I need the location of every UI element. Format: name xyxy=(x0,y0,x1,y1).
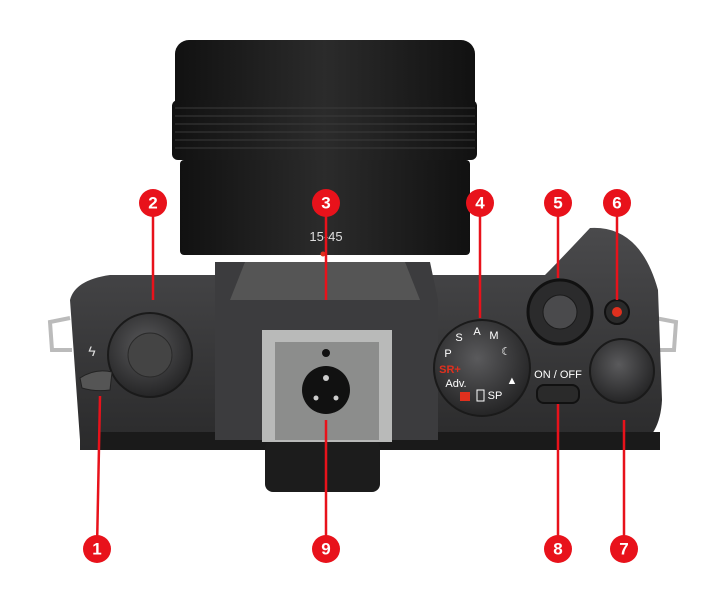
callout-3: 3 xyxy=(312,189,340,217)
record-dot-icon xyxy=(612,307,622,317)
svg-text:4: 4 xyxy=(475,194,485,213)
callout-lines xyxy=(95,203,626,549)
mode-dial-movie-icon xyxy=(460,392,470,401)
svg-text:2: 2 xyxy=(148,194,157,213)
power-switch-label: ON / OFF xyxy=(534,369,582,381)
mode-dial-label-s: S xyxy=(455,332,462,344)
svg-text:6: 6 xyxy=(612,194,621,213)
svg-text:8: 8 xyxy=(553,540,562,559)
left-dial-cap xyxy=(127,332,173,378)
callout-1: 1 xyxy=(83,535,111,563)
lens: 15-45 xyxy=(172,40,477,257)
callout-9: 9 xyxy=(312,535,340,563)
mode-dial-label-sr-plus: SR+ xyxy=(439,364,461,376)
flash-pop-up-lever[interactable] xyxy=(79,370,113,392)
callout-5: 5 xyxy=(544,189,572,217)
front-command-dial[interactable] xyxy=(589,338,655,404)
svg-text:3: 3 xyxy=(321,194,330,213)
mode-dial[interactable]: P S A M SR+ Adv. SP ☾ ▲ xyxy=(433,319,531,417)
rear-dial-button[interactable] xyxy=(542,294,578,330)
lens-mount-index-dot xyxy=(320,251,326,257)
on-off-switch[interactable] xyxy=(536,384,580,404)
callout-8: 8 xyxy=(544,535,572,563)
callout-4: 4 xyxy=(466,189,494,217)
callout-2: 2 xyxy=(139,189,167,217)
eyecup xyxy=(265,440,380,492)
svg-text:9: 9 xyxy=(321,540,330,559)
svg-text:1: 1 xyxy=(92,540,101,559)
mode-dial-label-sp: SP xyxy=(488,390,503,402)
mode-dial-label-p: P xyxy=(444,348,451,360)
strap-lug-left xyxy=(47,316,72,352)
strap-lug-right xyxy=(654,316,679,352)
callout-6: 6 xyxy=(603,189,631,217)
callout-7: 7 xyxy=(610,535,638,563)
mode-dial-c-icon: ☾ xyxy=(501,346,511,358)
mode-dial-label-a: A xyxy=(473,326,481,338)
mode-dial-label-adv: Adv. xyxy=(445,378,466,390)
mode-dial-panorama-icon xyxy=(476,389,485,402)
mode-dial-label-m: M xyxy=(489,330,498,342)
svg-text:5: 5 xyxy=(553,194,562,213)
mode-dial-play-icon: ▲ xyxy=(507,375,518,387)
flash-icon: ϟ xyxy=(88,343,96,359)
svg-text:7: 7 xyxy=(619,540,628,559)
